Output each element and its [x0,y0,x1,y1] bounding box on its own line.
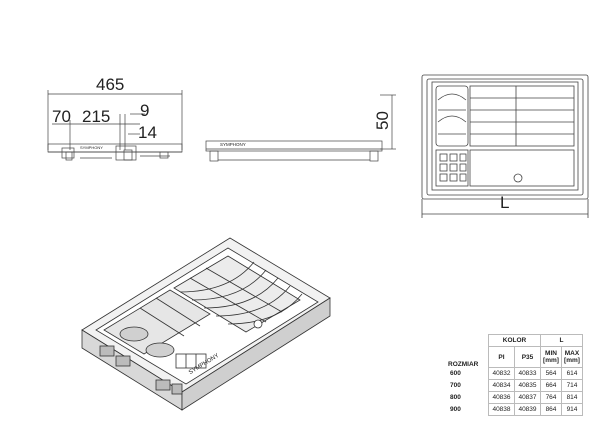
side-view-brand: SYMPHONY [80,145,103,150]
dimension-overall-width: 465 [96,75,125,94]
col-p35-header: P35 [514,346,541,368]
dimension-offset-9: 9 [140,101,150,120]
spec-table: KOLOR L ROZMIAR PI P35 MIN [mm] MAX [mm]… [448,334,583,416]
side-view-drawing [47,90,183,161]
front-view-brand: SYMPHONY [220,142,246,147]
table-row: 700 40834 40835 664 714 [448,379,583,392]
front-view-drawing [205,94,396,162]
col-min-header: MIN [mm] [540,346,562,368]
top-view-drawing [421,74,589,218]
dimension-offset-70: 70 [52,107,71,126]
group-l-header: L [540,334,583,347]
perspective-drawing [81,237,331,411]
dimension-offset-14: 14 [138,123,157,142]
table-row: 900 40838 40839 864 914 [448,403,583,416]
group-kolor-header: KOLOR [488,334,541,347]
table-row: 800 40836 40837 764 814 [448,391,583,404]
dimension-height: 50 [373,111,392,130]
dimension-length-l: L [500,193,510,212]
size-header: ROZMIAR [448,360,479,368]
col-max-header: MAX [mm] [561,346,583,368]
dimension-offset-215: 215 [82,107,111,126]
col-pi-header: PI [488,346,515,368]
table-row: 600 40832 40833 564 614 [448,367,583,380]
